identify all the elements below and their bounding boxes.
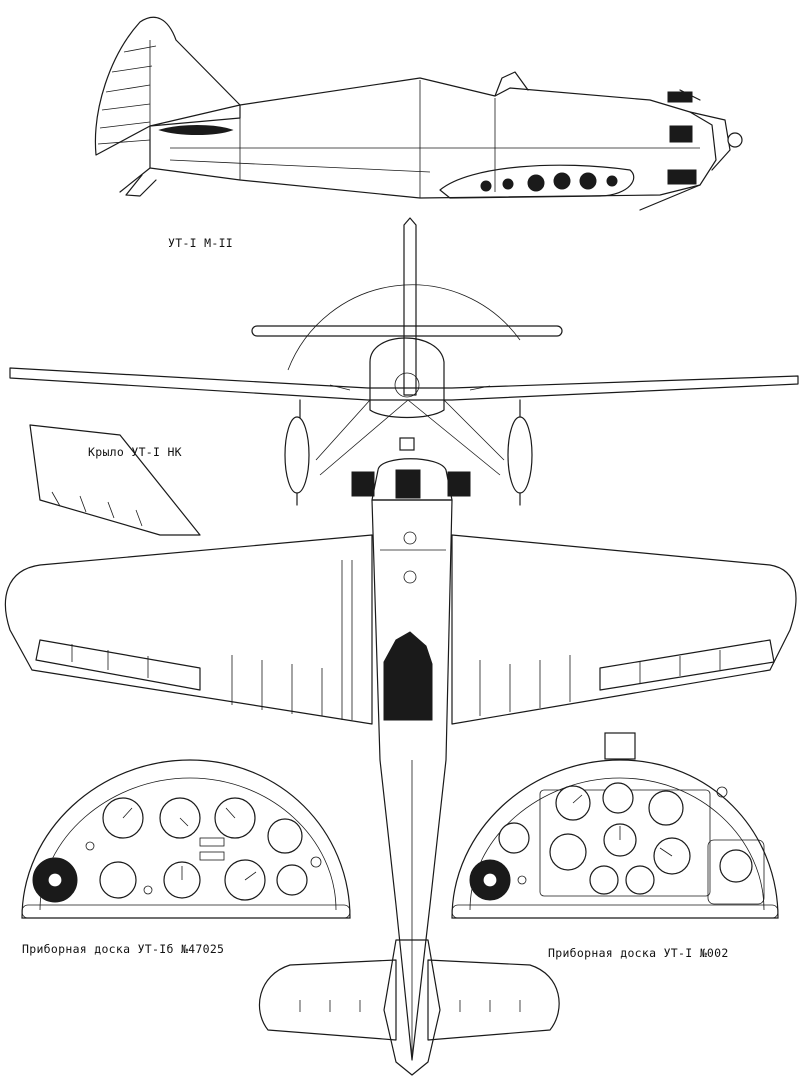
panel-right-label: Приборная доска УТ-I №002 <box>548 946 729 960</box>
wing-nk-outline <box>29 424 201 536</box>
panel-left-label: Приборная доска УТ-Iб №47025 <box>22 942 225 956</box>
instrument-panel-left <box>21 759 351 919</box>
front-view <box>9 217 799 506</box>
side-view-label: УТ-I М-II <box>168 236 234 250</box>
wing-nk-label: Крыло УТ-I НК <box>88 445 182 459</box>
side-view <box>94 16 743 211</box>
top-view <box>4 437 797 1076</box>
instrument-panel-right <box>451 732 779 919</box>
